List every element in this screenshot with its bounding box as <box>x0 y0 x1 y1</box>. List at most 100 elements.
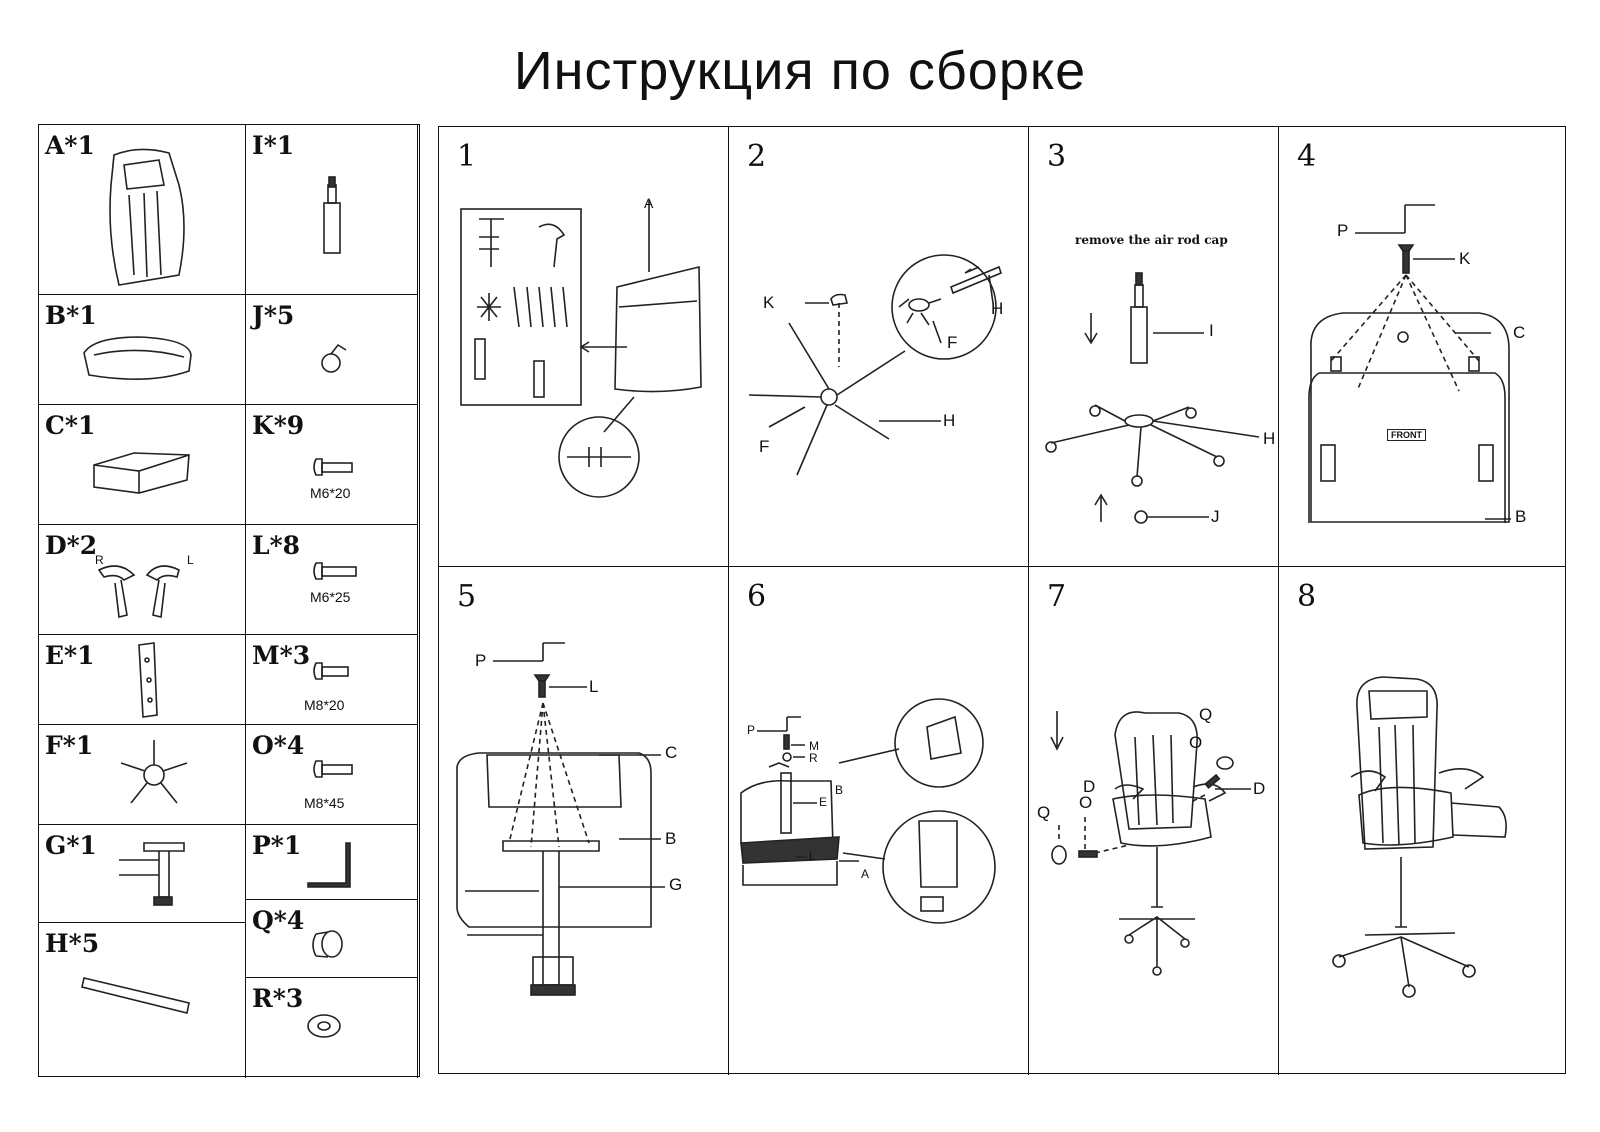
part-p: P*1 <box>246 825 418 900</box>
part-label: B*1 <box>45 301 97 330</box>
step-number: 3 <box>1047 139 1067 174</box>
plate-icon <box>138 642 158 718</box>
backrest-icon <box>109 148 185 286</box>
armrest-left-label: L <box>187 553 194 567</box>
callout-label: B <box>1515 507 1527 526</box>
part-label: K*9 <box>252 411 305 440</box>
part-label: I*1 <box>252 131 295 160</box>
callout-label: A <box>861 867 870 881</box>
part-label: Q*4 <box>252 906 305 935</box>
assembly-steps: 1 A 2 <box>438 126 1566 1075</box>
part-i: I*1 <box>246 125 418 295</box>
part-label: D*2 <box>45 531 98 560</box>
callout-label: A <box>644 195 654 211</box>
step-number: 7 <box>1047 579 1067 614</box>
step-number: 8 <box>1297 579 1317 614</box>
step-7: 7 Q O D O D Q <box>1029 567 1279 1075</box>
callout-label: C <box>1513 323 1526 342</box>
callout-label: C <box>665 743 678 762</box>
bolt-spec: M6*25 <box>310 589 351 605</box>
part-label: P*1 <box>252 831 302 860</box>
step-4-illustration <box>1308 204 1511 523</box>
armrest-right-label: R <box>95 553 104 567</box>
step-3: 3 remove the air rod cap I H J <box>1029 127 1279 567</box>
seat-cushion-icon <box>83 336 192 380</box>
callout-label: D <box>1253 779 1266 798</box>
callout-label: J <box>1211 507 1220 526</box>
step-5: 5 P L C B G <box>439 567 729 1075</box>
step-3-illustration <box>1045 272 1260 524</box>
step-number: 4 <box>1297 139 1317 174</box>
bolt-icon <box>313 760 353 778</box>
callout-label: K <box>763 293 775 312</box>
step-4: 4 P K C B FRONT <box>1279 127 1565 567</box>
callout-label: D <box>1083 777 1096 796</box>
part-g: G*1 <box>39 825 246 923</box>
step-5-illustration <box>456 642 665 996</box>
part-q: Q*4 <box>246 900 418 978</box>
part-d: D*2 R L <box>39 525 246 635</box>
part-c: C*1 <box>39 405 246 525</box>
part-e: E*1 <box>39 635 246 725</box>
callout-label: K <box>1459 249 1471 268</box>
callout-label: O <box>1189 733 1203 752</box>
finished-chair-illustration <box>1332 676 1507 998</box>
seat-pan-icon <box>93 452 190 494</box>
base-cover-icon <box>120 740 188 804</box>
step-6: 6 P M R B E L A <box>729 567 1029 1075</box>
mechanism-icon <box>119 842 185 906</box>
callout-label: P <box>475 651 487 670</box>
callout-label: H <box>1263 429 1276 448</box>
gas-lift-icon <box>323 176 341 254</box>
callout-label: Q <box>1199 705 1213 724</box>
part-m: M*3 M8*20 <box>246 635 418 725</box>
step-2: 2 K H F F H <box>729 127 1029 567</box>
page-title: Инструкция по сборке <box>513 41 1087 101</box>
step-number: 2 <box>747 139 767 174</box>
part-label: O*4 <box>252 731 305 760</box>
callout-label: M <box>809 739 819 753</box>
part-f: F*1 <box>39 725 246 825</box>
part-label: G*1 <box>45 831 97 860</box>
callout-label: Q <box>1037 803 1051 822</box>
bolt-icon <box>313 562 357 580</box>
cap-icon <box>312 930 343 958</box>
part-o: O*4 M8*45 <box>246 725 418 825</box>
part-label: A*1 <box>45 131 95 160</box>
front-badge: FRONT <box>1387 429 1426 441</box>
callout-label: R <box>809 751 818 765</box>
part-label: H*5 <box>45 929 100 958</box>
callout-label: I <box>1209 321 1214 340</box>
callout-label: G <box>669 875 683 894</box>
callout-label: F <box>947 333 958 352</box>
part-a: A*1 <box>39 125 246 295</box>
step-1-illustration <box>460 200 702 498</box>
leg-icon <box>81 977 190 1014</box>
part-label: F*1 <box>45 731 94 760</box>
step-6-illustration <box>740 698 996 924</box>
step-number: 6 <box>747 579 767 614</box>
callout-label: B <box>665 829 677 848</box>
step-7-illustration <box>1050 711 1251 976</box>
bolt-icon <box>313 458 353 476</box>
part-label: C*1 <box>45 411 96 440</box>
part-k: K*9 M6*20 <box>246 405 418 525</box>
step-8: 8 <box>1279 567 1565 1075</box>
part-b: B*1 <box>39 295 246 405</box>
armrest-icon <box>97 565 180 618</box>
part-label: E*1 <box>45 641 95 670</box>
step-1: 1 A <box>439 127 729 567</box>
part-h: H*5 <box>39 923 246 1078</box>
washer-icon <box>307 1014 341 1038</box>
bolt-spec: M8*20 <box>304 697 345 713</box>
step-note: remove the air rod cap <box>1075 233 1228 247</box>
step-2-illustration <box>748 254 1002 476</box>
callout-label: E <box>819 795 828 809</box>
callout-label: H <box>943 411 956 430</box>
part-j: J*5 <box>246 295 418 405</box>
callout-label: O <box>1079 793 1093 812</box>
callout-label: P <box>747 723 756 737</box>
callout-label: L <box>589 677 599 696</box>
callout-label: P <box>1337 221 1349 240</box>
hex-key-icon <box>307 842 351 888</box>
